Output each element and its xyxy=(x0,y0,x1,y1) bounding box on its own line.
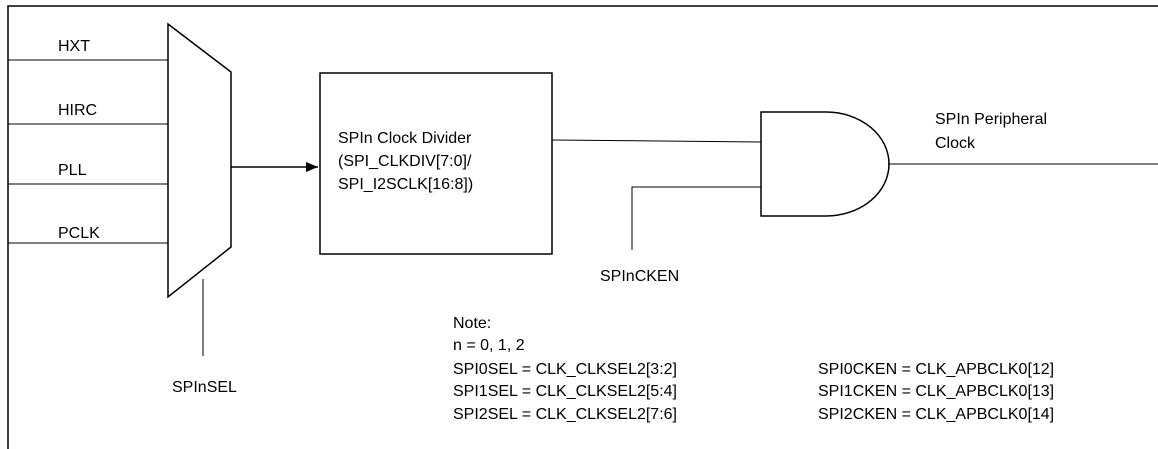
divider-label-line2: (SPI_CLKDIV[7:0]/ xyxy=(338,153,472,170)
note-n-values: n = 0, 1, 2 xyxy=(453,337,525,354)
divider-label-line1: SPIn Clock Divider xyxy=(338,130,472,147)
enable-label: SPInCKEN xyxy=(600,268,679,285)
diagram-border xyxy=(7,5,1158,449)
note-sel-2: SPI2SEL = CLK_CLKSEL2[7:6] xyxy=(453,406,677,423)
note-cken-1: SPI1CKEN = CLK_APBCLK0[13] xyxy=(818,383,1054,400)
output-label-line2: Clock xyxy=(935,135,976,152)
divider-to-gate-line xyxy=(551,139,762,143)
clock-mux xyxy=(167,22,232,299)
note-sel-1: SPI1SEL = CLK_CLKSEL2[5:4] xyxy=(453,383,677,400)
and-gate xyxy=(760,111,890,217)
output-label-line1: SPIn Peripheral xyxy=(935,111,1047,128)
note-sel-0: SPI0SEL = CLK_CLKSEL2[3:2] xyxy=(453,361,677,378)
enable-line xyxy=(631,186,761,250)
note-title: Note: xyxy=(453,315,491,332)
input-label-hirc: HIRC xyxy=(58,102,97,119)
input-label-hxt: HXT xyxy=(58,38,90,55)
input-label-pll: PLL xyxy=(58,162,87,179)
input-label-pclk: PCLK xyxy=(58,225,100,242)
mux-select-label: SPInSEL xyxy=(172,379,237,396)
note-cken-0: SPI0CKEN = CLK_APBCLK0[12] xyxy=(818,361,1054,378)
note-cken-2: SPI2CKEN = CLK_APBCLK0[14] xyxy=(818,406,1054,423)
clock-divider-box xyxy=(319,72,553,255)
divider-label-line3: SPI_I2SCLK[16:8]) xyxy=(338,176,473,193)
